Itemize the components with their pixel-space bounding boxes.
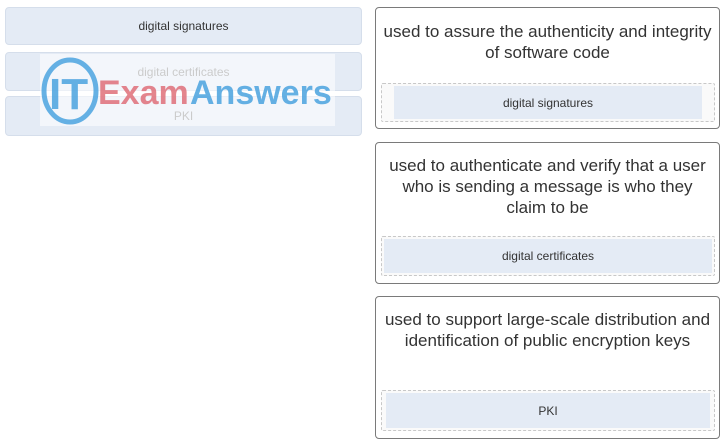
drop-zone[interactable]: digital certificates [381,236,715,276]
option-label: digital signatures [138,19,229,33]
option-digital-signatures[interactable]: digital signatures [5,7,362,45]
dropped-answer-label: PKI [538,403,558,418]
dropped-answer[interactable]: digital signatures [394,86,702,119]
dropped-answer-label: digital signatures [502,95,594,110]
option-label: PKI [173,109,194,123]
dropped-answer[interactable]: digital certificates [384,239,712,273]
target-description: used to authenticate and verify that a u… [389,156,706,217]
option-digital-certificates[interactable]: digital certificates [5,52,362,91]
option-label: digital certificates [137,64,230,79]
target-card-1: used to assure the authenticity and inte… [375,7,720,129]
target-description: used to assure the authenticity and inte… [383,22,712,62]
target-card-3: used to support large-scale distribution… [375,296,720,439]
dropped-answer[interactable]: PKI [386,393,710,428]
option-pki[interactable]: PKI [5,96,362,136]
target-description: used to support large-scale distribution… [384,310,711,350]
drop-zone[interactable]: PKI [381,390,715,431]
drop-zone[interactable]: digital signatures [381,83,715,122]
target-card-2: used to authenticate and verify that a u… [375,142,720,284]
dropped-answer-label: digital certificates [501,249,595,263]
